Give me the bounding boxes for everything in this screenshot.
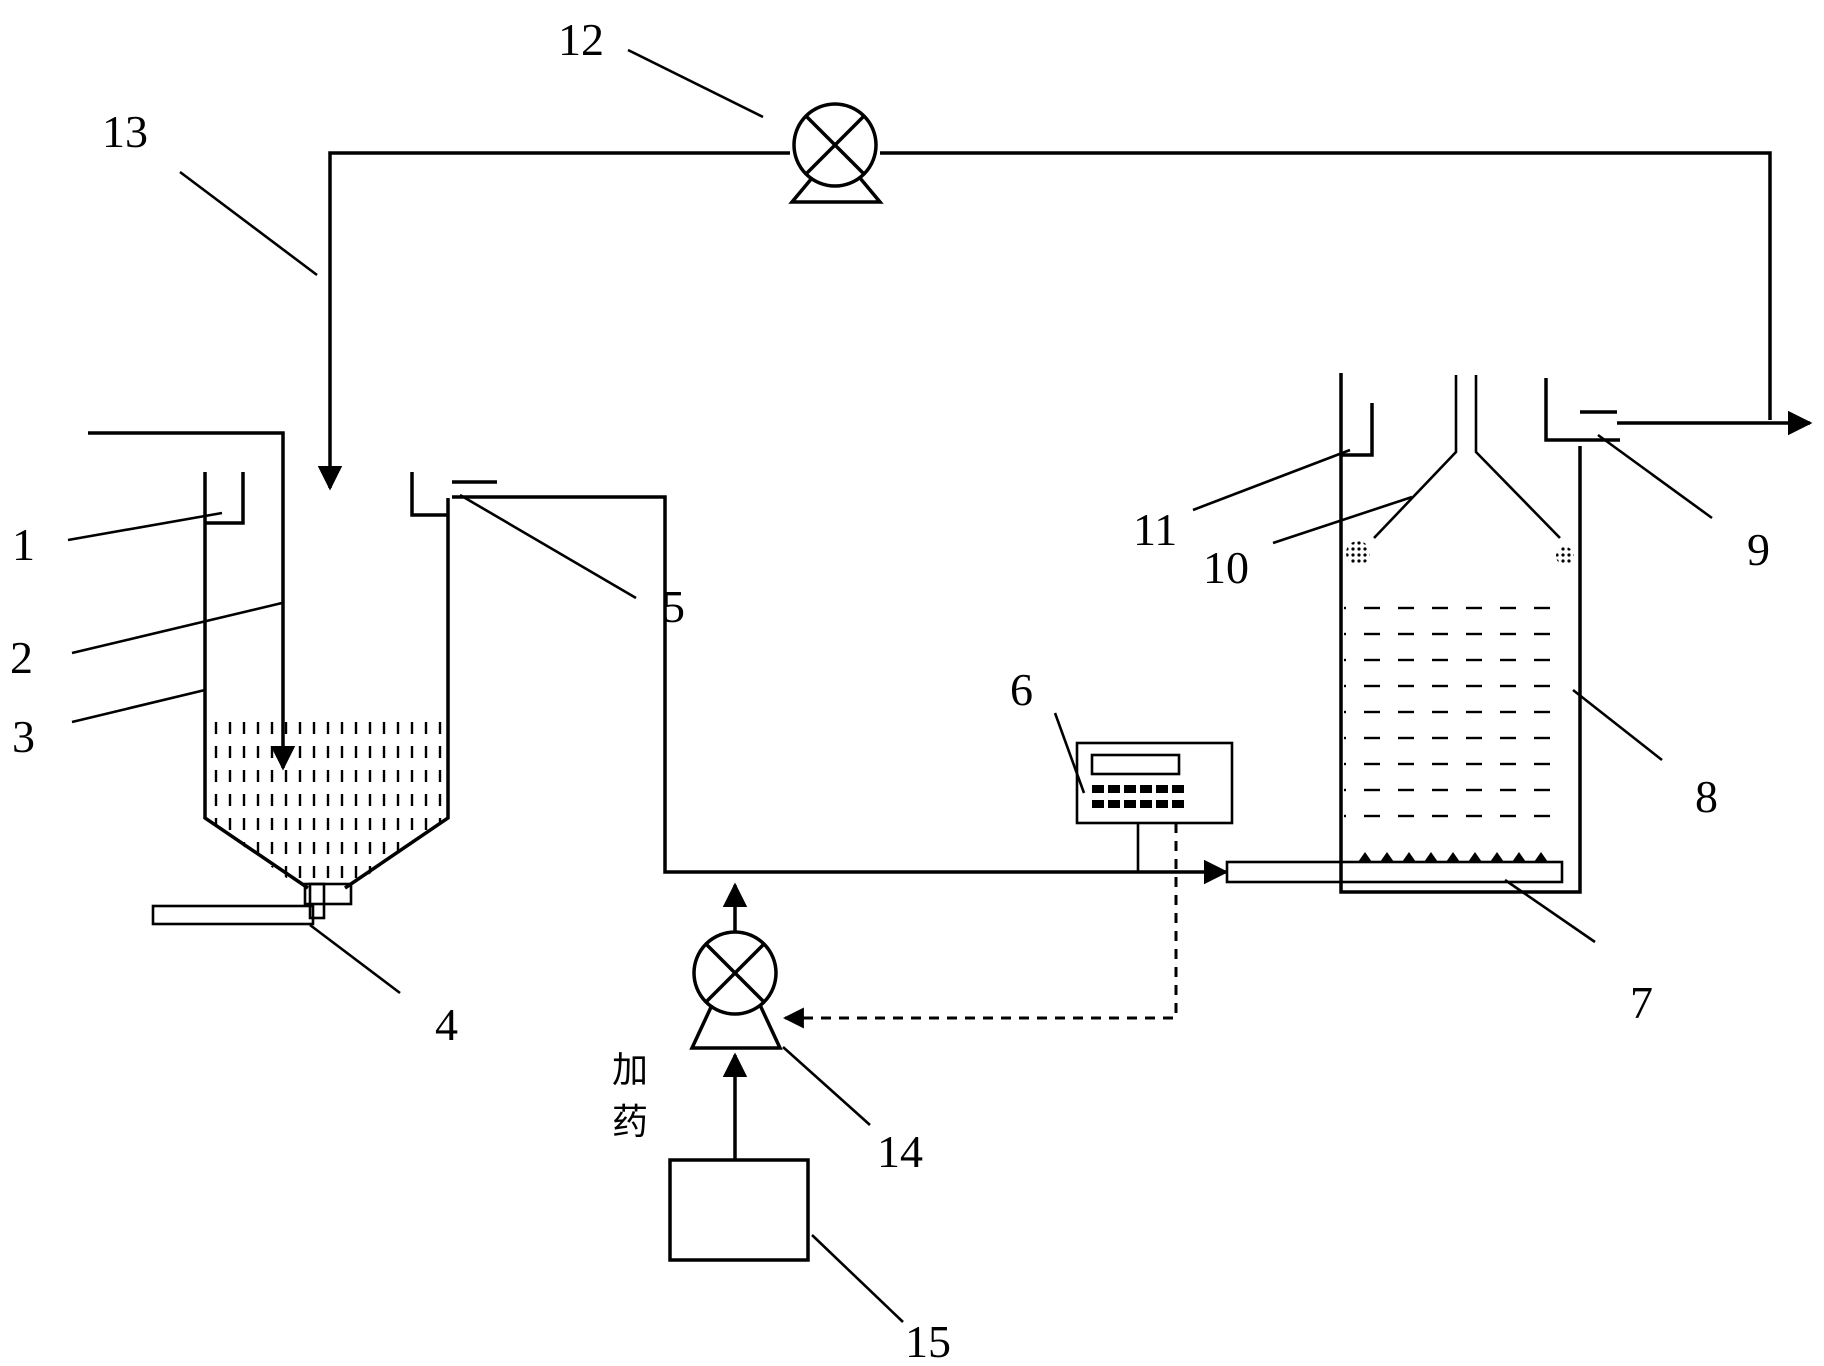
leader-lines	[67, 48, 1713, 1323]
label-15: 15	[905, 1316, 951, 1366]
chemical-tank	[668, 1158, 810, 1262]
influent-line	[88, 431, 296, 771]
dosing-pump	[689, 930, 783, 1050]
label-11: 11	[1133, 504, 1177, 555]
controller	[1075, 741, 1234, 872]
label-4: 4	[435, 999, 458, 1050]
reactor-liquid	[1344, 606, 1562, 836]
dosing-label-char-2: 药	[612, 1102, 648, 1143]
label-5: 5	[662, 581, 685, 632]
label-6: 6	[1010, 664, 1033, 715]
transfer-pipe	[497, 495, 1138, 874]
reactor	[1225, 373, 1620, 894]
label-13: 13	[102, 106, 148, 157]
settling-tank	[151, 472, 497, 926]
label-3: 3	[12, 711, 35, 762]
label-10: 10	[1203, 542, 1249, 593]
label-14: 14	[877, 1126, 923, 1177]
label-2: 2	[10, 632, 33, 683]
label-7: 7	[1630, 977, 1653, 1028]
tank-liquid	[205, 712, 448, 888]
dosing-label-char-1: 加	[612, 1050, 648, 1091]
label-1: 1	[12, 519, 35, 570]
signal-line	[782, 823, 1178, 1029]
label-12: 12	[558, 14, 604, 65]
recycle-pump	[788, 102, 884, 204]
recycle-pipe	[317, 151, 790, 491]
label-9: 9	[1747, 524, 1770, 575]
recycle-pipe-right	[880, 151, 1772, 420]
label-8: 8	[1695, 771, 1718, 822]
